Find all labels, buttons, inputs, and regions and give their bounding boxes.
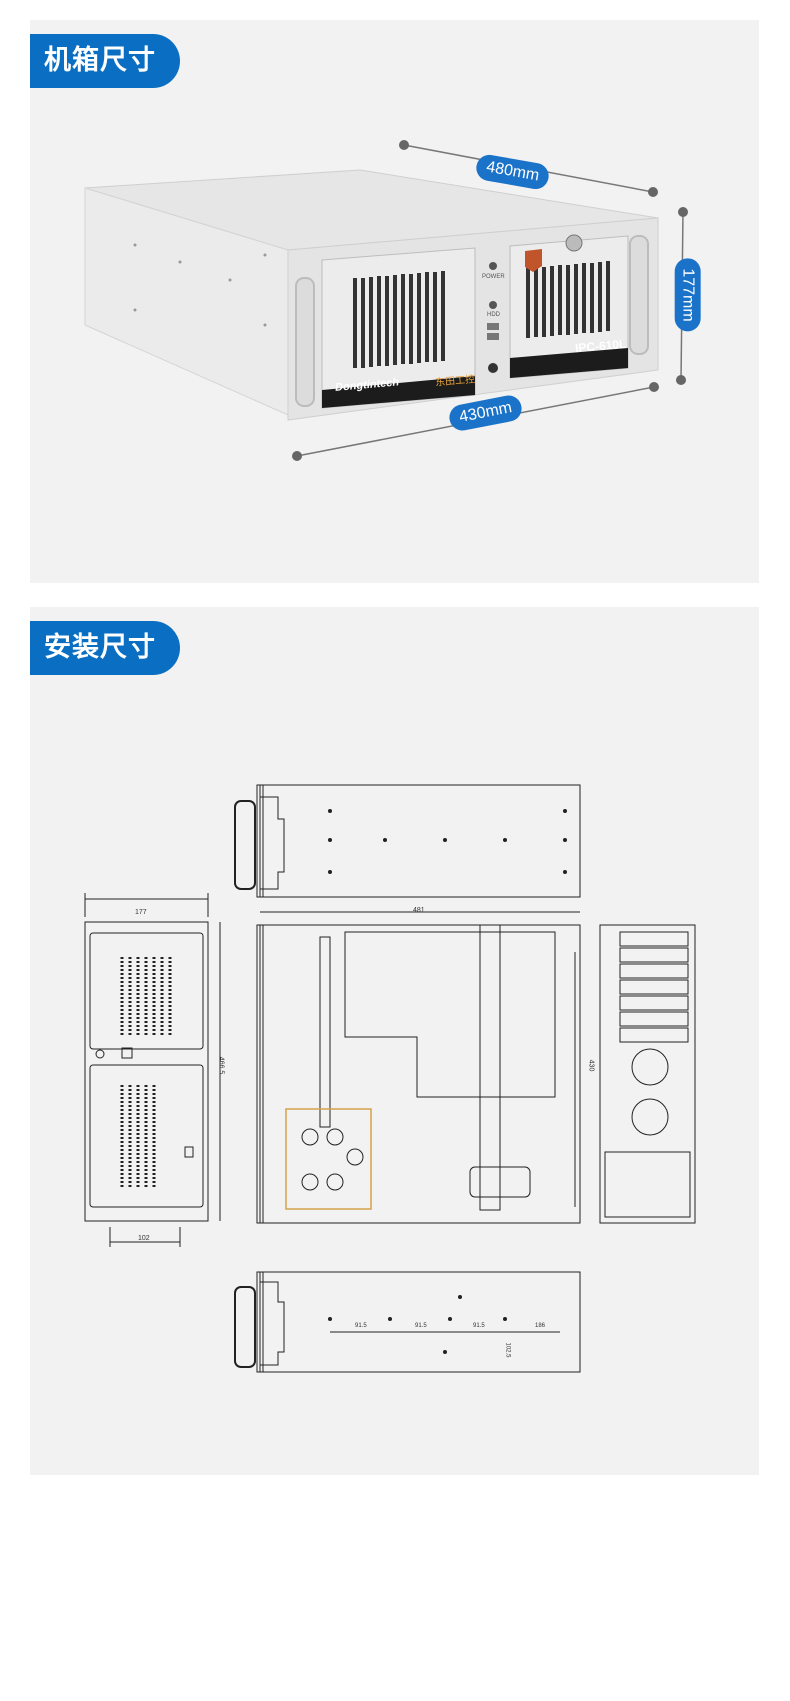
power-label: POWER — [482, 274, 505, 280]
main-view — [256, 911, 581, 1224]
bottom-vertical-dim: 102.5 — [504, 1342, 511, 1358]
technical-drawing — [84, 784, 696, 1373]
front-height-dim: 466.5 — [217, 1056, 225, 1075]
rear-view — [599, 924, 696, 1224]
front-bottom-dim: 102 — [138, 1235, 150, 1242]
section-title: 安装尺寸 — [30, 621, 180, 675]
bottom-dim-3: 91.5 — [473, 1323, 485, 1329]
section-title: 机箱尺寸 — [30, 34, 180, 88]
height-dimension: 177mm — [674, 258, 701, 332]
bottom-dim-1: 91.5 — [355, 1323, 367, 1329]
installation-size-panel: 安装尺寸 — [30, 607, 759, 1475]
bottom-view — [234, 1271, 581, 1373]
chassis-size-panel: 机箱尺寸 — [30, 20, 759, 583]
side-depth-dim: 430 — [587, 1059, 595, 1072]
bottom-dim-2: 91.5 — [415, 1323, 427, 1329]
bottom-dim-4: 186 — [535, 1323, 546, 1329]
front-width-dim: 177 — [135, 909, 147, 916]
chassis-illustration — [84, 140, 688, 461]
hdd-label: HDD — [487, 312, 500, 318]
top-width-dim: 481 — [413, 907, 425, 914]
top-view — [234, 784, 581, 898]
front-view — [84, 893, 221, 1247]
